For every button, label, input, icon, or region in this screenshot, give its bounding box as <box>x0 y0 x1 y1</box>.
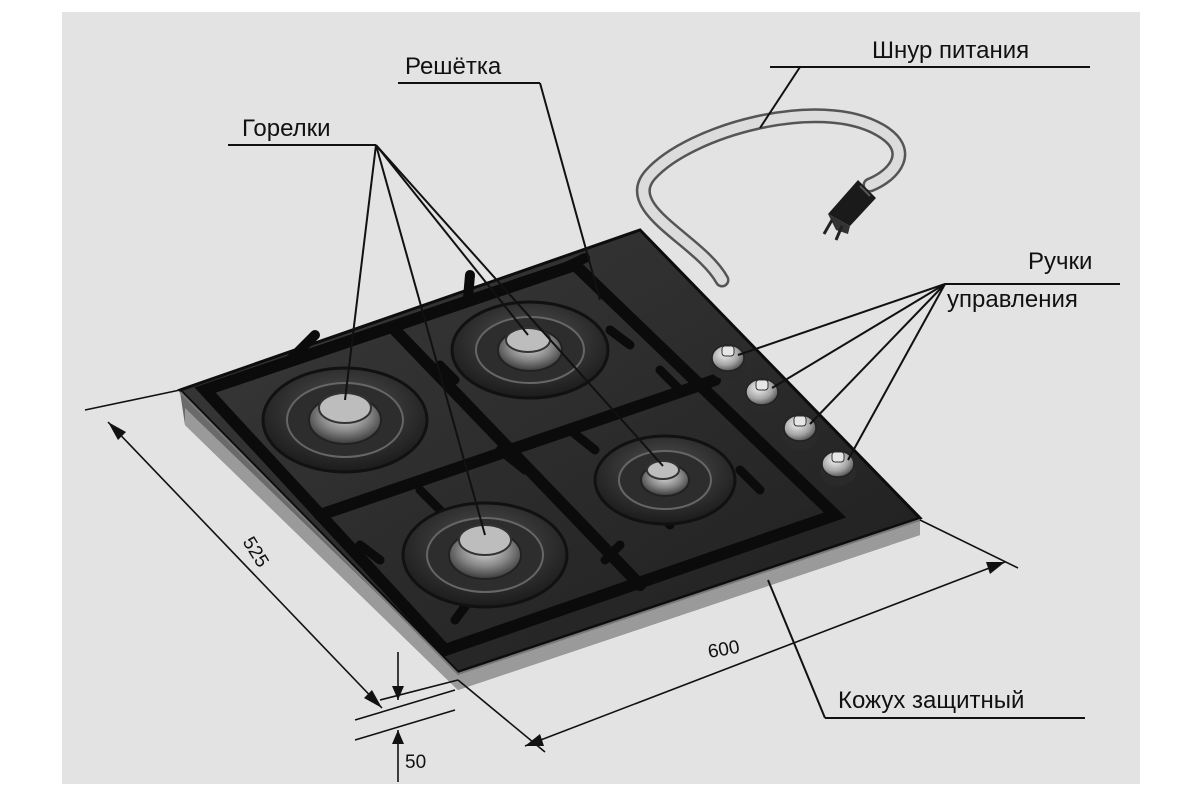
label-knobs-line1: Ручки <box>1028 248 1092 275</box>
burner-rear-right <box>450 300 610 400</box>
burner-front-right <box>593 434 737 526</box>
label-grate: Решётка <box>405 53 502 80</box>
burner-rear-left <box>261 366 429 474</box>
hob <box>177 228 923 690</box>
control-knobs <box>710 344 856 486</box>
dimension-lines <box>84 389 1019 782</box>
knob-2 <box>744 378 780 414</box>
knob-1 <box>710 344 746 380</box>
knob-3 <box>782 414 818 450</box>
plug-icon <box>822 180 876 241</box>
dim-height: 50 <box>405 752 426 773</box>
leader-lines <box>228 66 1120 719</box>
burner-front-left <box>401 501 569 609</box>
label-power-cord: Шнур питания <box>872 37 1029 64</box>
label-protective-casing: Кожух защитный <box>838 687 1024 714</box>
knob-4 <box>820 450 856 486</box>
power-cord <box>635 108 907 288</box>
label-knobs-line2: управления <box>947 286 1078 313</box>
label-burners: Горелки <box>242 115 331 142</box>
